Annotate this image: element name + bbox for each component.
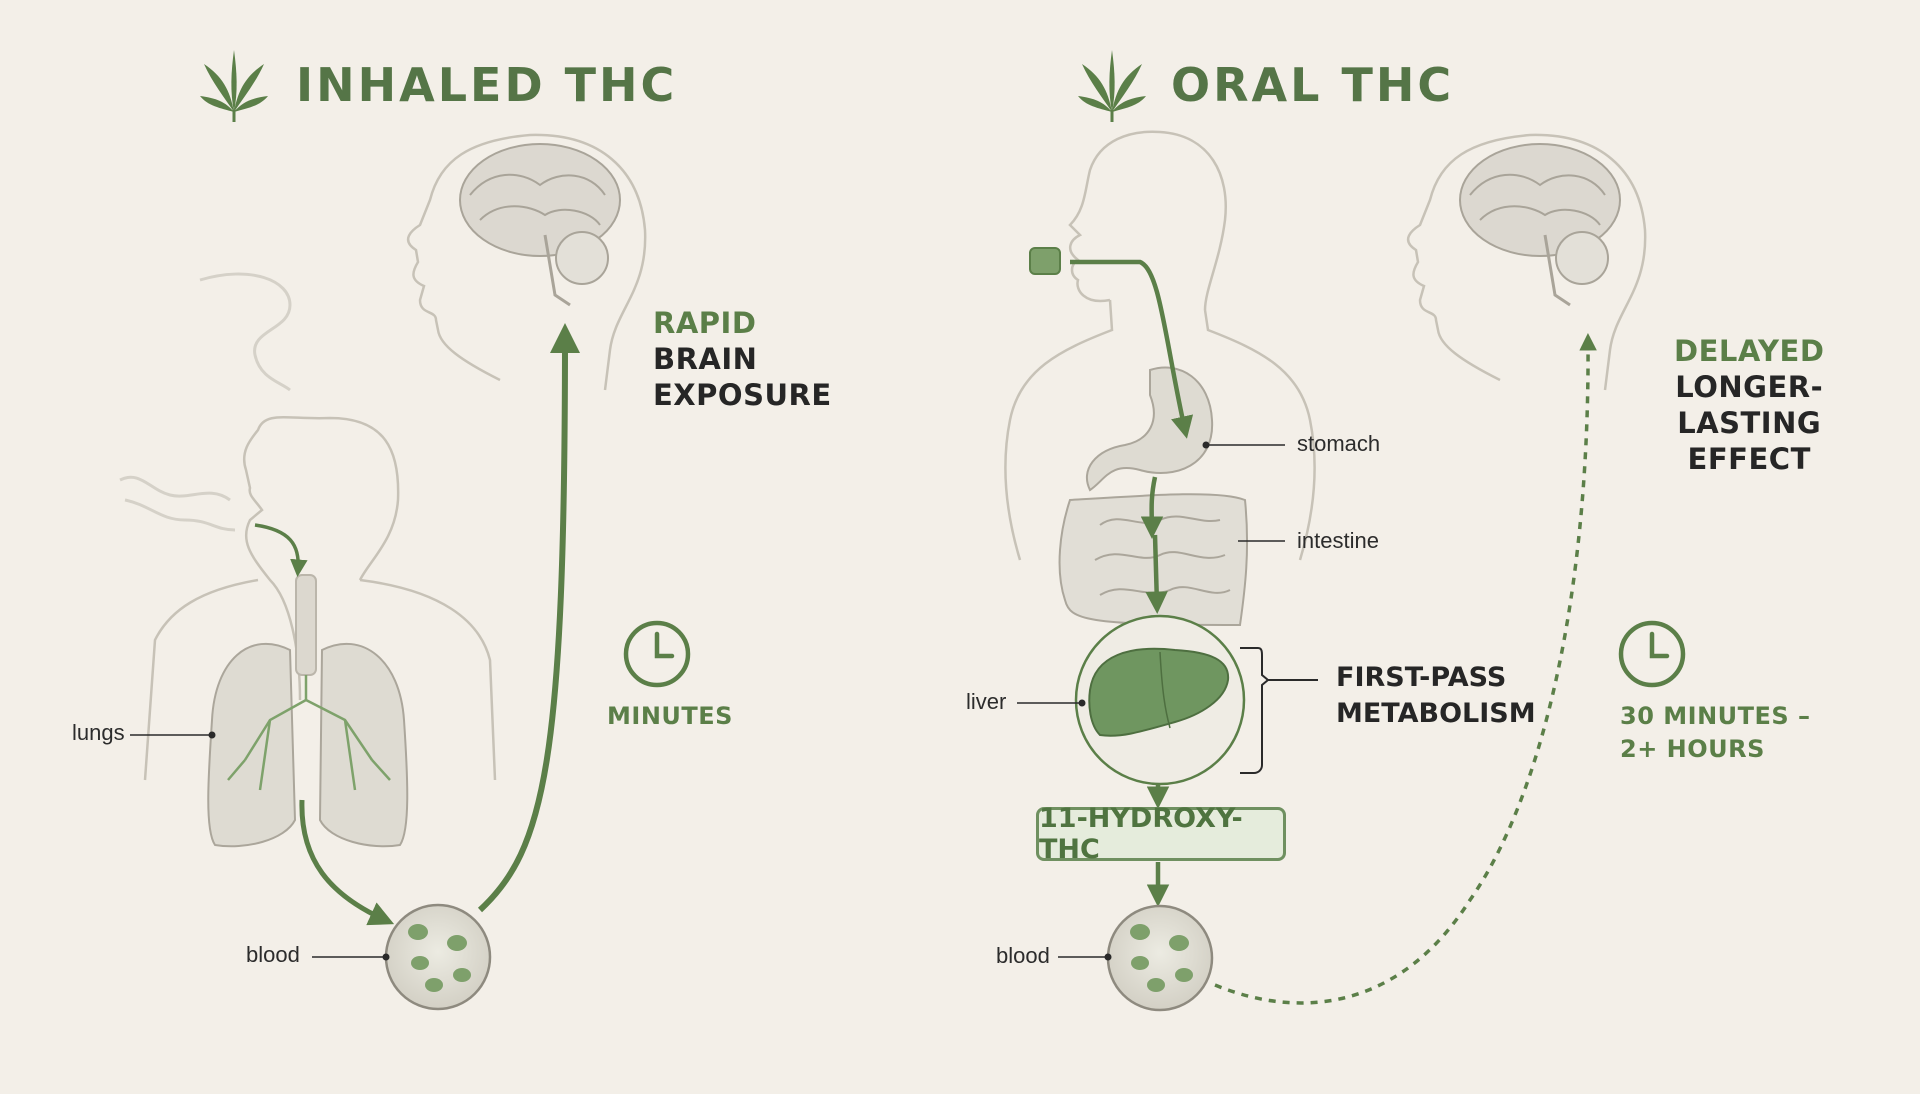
blood-leader-dot-oral — [1104, 953, 1112, 961]
head-brain-oral — [1406, 133, 1647, 391]
inhaled-title: INHALED THC — [296, 58, 678, 112]
first-pass-line2: METABOLISM — [1336, 698, 1536, 729]
brain-icon — [459, 143, 621, 307]
oral-effect-line3: EFFECT — [1687, 442, 1811, 476]
lungs — [207, 642, 409, 848]
clock-icon — [1618, 620, 1686, 688]
clock-icon — [623, 620, 691, 688]
intestine-label: intestine — [1297, 528, 1379, 553]
oral-time-line2: 2+ HOURS — [1620, 735, 1765, 763]
head-brain-inhaled — [406, 133, 647, 391]
blood-label: blood — [246, 942, 300, 967]
smoke-wisp — [119, 272, 292, 532]
blood-cell-icon — [384, 903, 492, 1011]
oral-effect-line2: LASTING — [1677, 406, 1822, 440]
swallow-arrow — [1070, 259, 1194, 439]
inhaled-effect-line1: BRAIN — [653, 342, 758, 376]
cannabis-leaf-icon — [1078, 50, 1146, 122]
inhaled-time-text: MINUTES — [607, 702, 733, 730]
first-pass-line1: FIRST-PASS — [1336, 662, 1507, 693]
stomach-label: stomach — [1297, 431, 1381, 456]
inhaled-effect: RAPID BRAIN EXPOSURE — [653, 305, 832, 413]
blood-leader-dot — [382, 953, 390, 961]
blood-to-brain-dashed-arrow — [1214, 333, 1597, 1005]
inhaled-effect-line2: EXPOSURE — [653, 378, 832, 412]
pill-icon — [1029, 247, 1061, 275]
liver-icon — [1074, 614, 1246, 786]
oral-effect-line1: LONGER- — [1675, 370, 1824, 404]
lungs-to-blood-arrow — [299, 799, 395, 926]
intestine-to-liver-arrow — [1145, 534, 1168, 614]
liver-leader-dot — [1078, 699, 1086, 707]
cannabis-leaf-icon — [200, 50, 268, 122]
oral-effect-speed: DELAYED — [1674, 334, 1825, 368]
inhaled-time: MINUTES — [607, 700, 733, 733]
oral-time-line1: 30 MINUTES – — [1620, 702, 1811, 730]
first-pass-metabolism-label: FIRST-PASS METABOLISM — [1336, 660, 1536, 732]
blood-to-brain-arrow — [477, 323, 580, 913]
metabolite-box: 11-HYDROXY-THC — [1036, 803, 1286, 865]
liver-label: liver — [966, 689, 1007, 714]
stomach — [1085, 366, 1214, 492]
oral-effect: DELAYED LONGER- LASTING EFFECT — [1674, 333, 1824, 477]
brain-icon — [1459, 143, 1621, 307]
blood-cell-icon — [1106, 904, 1214, 1012]
body-outline-oral — [1004, 130, 1316, 561]
oral-title: ORAL THC — [1171, 58, 1455, 112]
trachea — [295, 574, 317, 676]
blood-label-oral: blood — [996, 943, 1050, 968]
lungs-leader-dot — [208, 731, 216, 739]
inhale-arrow — [254, 523, 308, 577]
inhaled-effect-speed: RAPID — [653, 306, 757, 340]
torso-inhaled — [143, 416, 497, 781]
lungs-label: lungs — [72, 720, 125, 745]
stomach-to-intestine-arrow — [1140, 476, 1164, 539]
oral-time: 30 MINUTES – 2+ HOURS — [1620, 700, 1811, 766]
stomach-leader-dot — [1202, 441, 1210, 449]
